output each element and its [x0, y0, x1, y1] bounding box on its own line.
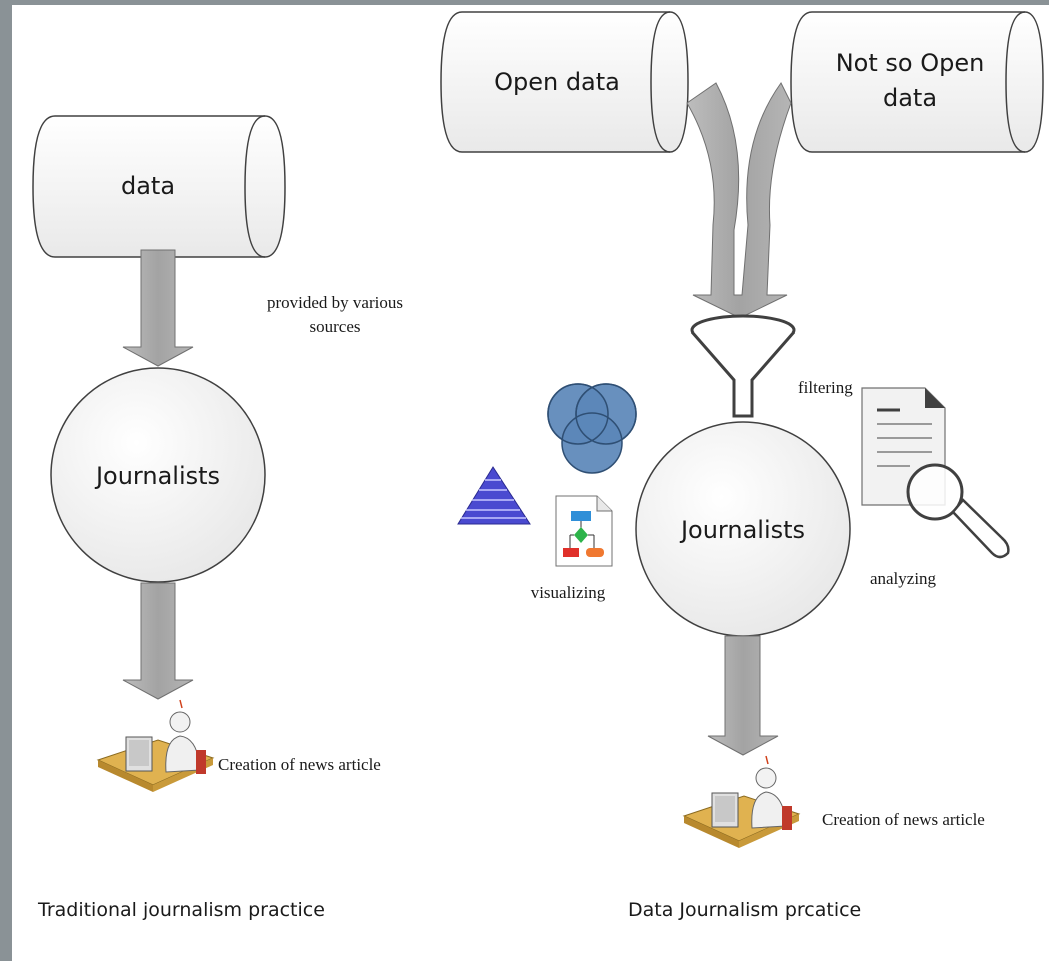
provided-by-note-line1: provided by various	[267, 293, 403, 312]
diagram-canvas: data provided by various sources Journal…	[12, 5, 1049, 961]
venn-diagram-icon	[547, 383, 637, 474]
not-so-open-label-line2: data	[883, 84, 937, 112]
data-cylinder: data	[32, 115, 286, 258]
journalists-circle-data: Journalists	[635, 421, 851, 637]
journalists-label-traditional: Journalists	[94, 462, 220, 490]
creation-label-data: Creation of news article	[822, 810, 985, 829]
journalist-at-desk-icon	[682, 755, 801, 848]
data-source-label: data	[121, 172, 175, 200]
filtering-label: filtering	[798, 378, 853, 397]
arrow-journalists-to-article-traditional	[122, 582, 194, 700]
caption-data-journalism: Data Journalism prcatice	[628, 899, 861, 921]
document-magnifier-icon	[861, 387, 1010, 559]
not-so-open-data-cylinder: Not so Open data	[790, 11, 1044, 153]
arrow-journalists-to-article-data	[707, 635, 779, 756]
arrow-data-to-journalists	[122, 249, 194, 367]
provided-by-note-line2: sources	[310, 317, 361, 336]
open-data-cylinder: Open data	[440, 11, 689, 153]
merging-arrow-sources-to-funnel	[686, 82, 792, 319]
not-so-open-label-line1: Not so Open	[836, 49, 985, 77]
funnel-icon	[690, 314, 796, 418]
journalists-label-data: Journalists	[679, 516, 805, 544]
diagram-svg: data provided by various sources Journal…	[32, 11, 1044, 921]
journalist-at-desk-icon	[96, 699, 215, 792]
creation-label-traditional: Creation of news article	[218, 755, 381, 774]
caption-traditional: Traditional journalism practice	[37, 899, 325, 921]
analyzing-label: analyzing	[870, 569, 937, 588]
open-data-label: Open data	[494, 68, 620, 96]
visualizing-label: visualizing	[531, 583, 606, 602]
flowchart-document-icon	[555, 495, 613, 567]
pyramid-chart-icon	[457, 466, 531, 525]
journalists-circle-traditional: Journalists	[50, 367, 266, 583]
